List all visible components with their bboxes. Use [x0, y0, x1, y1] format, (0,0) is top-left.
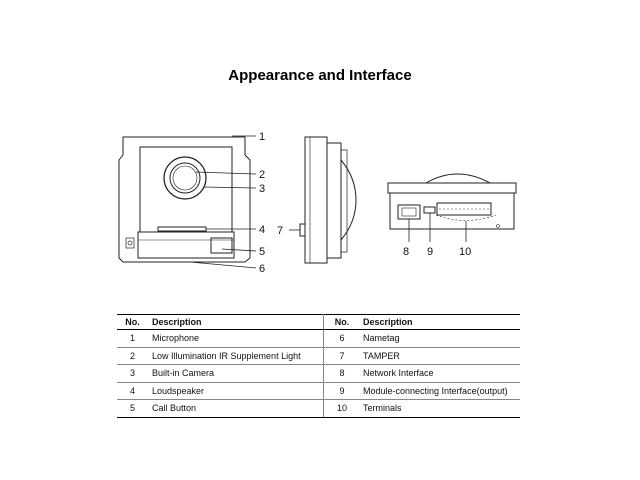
callout-7: 7	[277, 225, 283, 237]
row-no: 4	[117, 382, 148, 400]
header-no-2: No.	[323, 314, 360, 330]
row-no-2: 7	[323, 347, 360, 365]
row-description-2: Nametag	[360, 329, 520, 348]
row-description: Call Button	[148, 399, 324, 418]
row-description-2: Module-connecting Interface(output)	[360, 382, 520, 400]
row-description: Loudspeaker	[148, 382, 324, 400]
front-view	[118, 136, 251, 263]
row-description-2: TAMPER	[360, 347, 520, 365]
callout-3: 3	[259, 183, 265, 195]
callout-2: 2	[259, 169, 265, 181]
callout-1: 1	[259, 131, 265, 143]
callout-10: 10	[459, 246, 471, 258]
row-no: 1	[117, 329, 148, 348]
row-description-2: Network Interface	[360, 364, 520, 383]
row-no-2: 8	[323, 364, 360, 383]
loudspeaker-slot	[157, 226, 207, 232]
row-description-2: Terminals	[360, 399, 520, 418]
table-row: 5 Call Button 10 Terminals	[117, 399, 520, 418]
row-description: Low Illumination IR Supplement Light	[148, 347, 324, 365]
callout-5: 5	[259, 246, 265, 258]
call-button-shape	[210, 237, 233, 254]
module-port	[423, 206, 436, 214]
camera-lens-inner	[169, 162, 201, 194]
camera-lens-outer	[163, 156, 207, 200]
table-row: 4 Loudspeaker 9 Module-connecting Interf…	[117, 382, 520, 400]
callout-8: 8	[403, 246, 409, 258]
table-row: 2 Low Illumination IR Supplement Light 7…	[117, 347, 520, 365]
row-no: 5	[117, 399, 148, 418]
callout-9: 9	[427, 246, 433, 258]
header-description-2: Description	[360, 314, 520, 330]
row-description: Microphone	[148, 329, 324, 348]
row-no: 3	[117, 364, 148, 383]
header-no: No.	[117, 314, 148, 330]
row-no: 2	[117, 347, 148, 365]
header-description: Description	[148, 314, 324, 330]
terminal-block	[436, 202, 492, 216]
row-no-2: 10	[323, 399, 360, 418]
network-port	[397, 204, 421, 220]
row-no-2: 9	[323, 382, 360, 400]
row-no-2: 6	[323, 329, 360, 348]
page-title: Appearance and Interface	[228, 67, 412, 84]
callout-4: 4	[259, 224, 265, 236]
row-description: Built-in Camera	[148, 364, 324, 383]
table-header-row: No. Description No. Description	[117, 314, 520, 330]
side-view	[299, 136, 357, 264]
tamper-switch	[299, 223, 306, 237]
bottom-view	[387, 173, 517, 230]
table-row: 1 Microphone 6 Nametag	[117, 329, 520, 348]
callout-6: 6	[259, 263, 265, 275]
table-row: 3 Built-in Camera 8 Network Interface	[117, 364, 520, 383]
parts-table: No. Description No. Description 1 Microp…	[117, 314, 520, 418]
callout-labels: 1 2 3 4 5 6 7 8 9 10	[259, 131, 471, 275]
